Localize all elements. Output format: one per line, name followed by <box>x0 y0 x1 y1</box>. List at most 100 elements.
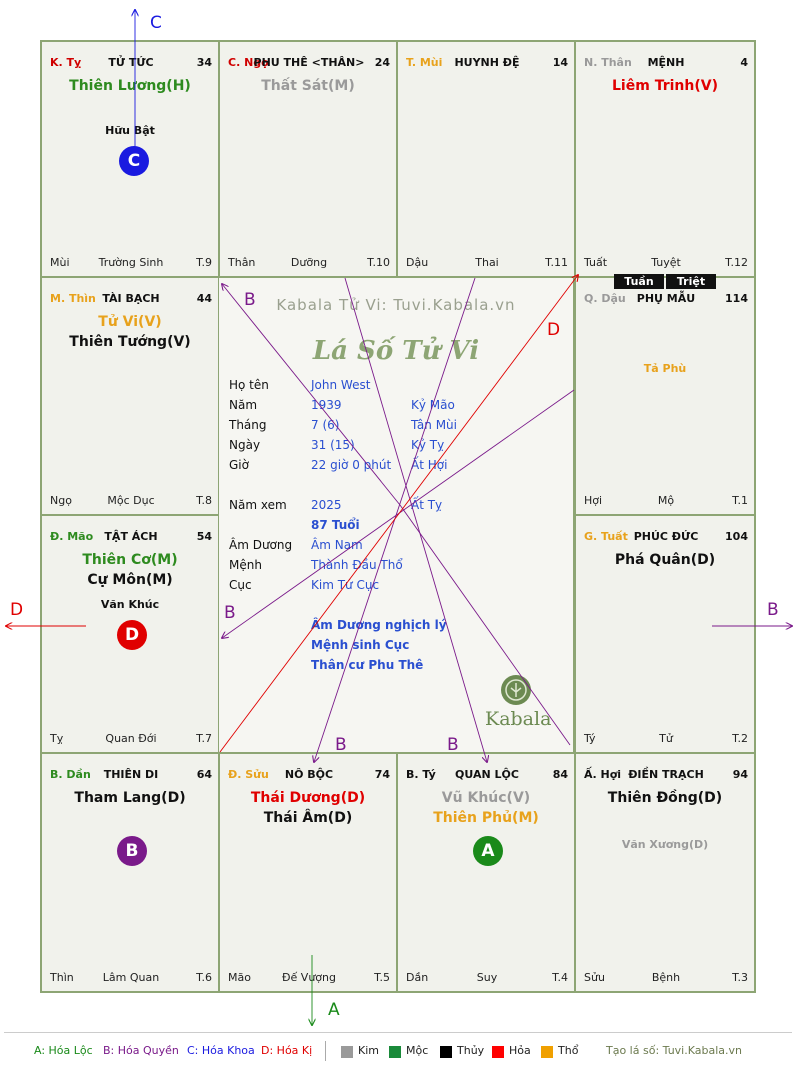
main-star: Tham Lang(D) <box>74 790 186 806</box>
minor-star: Văn Khúc <box>100 598 160 611</box>
palace-name: PHU THÊ <THÂN> <box>253 56 365 69</box>
main-star: Liêm Trinh(V) <box>612 78 718 94</box>
year-label: Năm <box>229 398 258 412</box>
main-star: Thiên Đồng(D) <box>607 790 723 806</box>
palace-can-chi: G. Tuất <box>584 530 628 543</box>
legend-hoa-loc: A: Hóa Lộc <box>34 1044 93 1057</box>
arrow-label-left: D <box>10 600 23 620</box>
palace-stage: Bệnh <box>651 971 681 984</box>
palace-name: TÀI BẠCH <box>102 292 160 305</box>
palace-stage: Dưỡng <box>290 256 328 269</box>
main-star: Thiên Tướng(V) <box>69 334 191 350</box>
legend-hoa-quyen: B: Hóa Quyền <box>103 1044 179 1057</box>
name-label: Họ tên <box>229 378 269 392</box>
palace-age: 64 <box>196 768 212 781</box>
minor-star: Tả Phù <box>643 362 687 375</box>
palace-can-chi: B. Dần <box>50 768 91 781</box>
legend-divider <box>4 1032 792 1033</box>
transformation-badge: B <box>117 836 147 866</box>
main-star: Thiên Phủ(M) <box>433 810 539 826</box>
legend-moc: Mộc <box>406 1044 429 1057</box>
legend-hoa-khoa: C: Hóa Khoa <box>187 1044 255 1057</box>
legend-separator <box>325 1041 326 1061</box>
palace-can-chi: K. Tỵ <box>50 56 82 69</box>
palace-branch: Tý <box>584 732 596 745</box>
year-value: 1939 <box>311 398 342 412</box>
palace-age: 84 <box>552 768 568 781</box>
arrow-label-top: C <box>150 13 162 33</box>
palace-branch: Ngọ <box>50 494 72 507</box>
minor-star: Văn Xương(D) <box>621 838 709 851</box>
palace-tnum: T.11 <box>545 256 568 269</box>
palace-tnum: T.10 <box>367 256 390 269</box>
center-panel: Kabala Tử Vi: Tuvi.Kabala.vn Lá Số Tử Vi… <box>218 277 574 753</box>
palace-age: 44 <box>196 292 212 305</box>
palace-age: 54 <box>196 530 212 543</box>
view-year-label: Năm xem <box>229 498 287 512</box>
main-star: Thái Âm(D) <box>263 810 353 826</box>
palace-age: 14 <box>552 56 568 69</box>
arrow-label-b3: B <box>335 735 347 755</box>
main-star: Tử Vi(V) <box>98 314 162 330</box>
palace-stage: Tuyệt <box>651 256 681 269</box>
main-star: Vũ Khúc(V) <box>441 790 531 806</box>
palace-name: TẬT ÁCH <box>104 530 158 543</box>
palace-tnum: T.2 <box>732 732 748 745</box>
legend-thuy: Thủy <box>457 1044 485 1057</box>
palace-can-chi: C. Ngọ <box>228 56 269 69</box>
palace-age: 4 <box>740 56 748 69</box>
tho-swatch <box>541 1046 553 1058</box>
day-label: Ngày <box>229 438 261 452</box>
palace-tnum: T.6 <box>196 971 212 984</box>
palace-age: 34 <box>196 56 212 69</box>
legend-hoa-ki: D: Hóa Kị <box>261 1044 313 1057</box>
palace-can-chi: Q. Dậu <box>584 292 626 305</box>
cuc-label: Cục <box>229 578 252 592</box>
palace-tnum: T.3 <box>732 971 748 984</box>
palace-name: MỆNH <box>647 56 685 69</box>
palace-stage: Mộc Dục <box>107 494 155 507</box>
palace-stage: Lâm Quan <box>102 971 160 984</box>
palace-tnum: T.8 <box>196 494 212 507</box>
palace-branch: Tuất <box>584 256 608 269</box>
palace-branch: Thìn <box>50 971 74 984</box>
palace-name: PHỤ MẪU <box>636 292 696 305</box>
palace-stage: Mộ <box>657 494 675 507</box>
palace-stage: Trường Sinh <box>98 256 164 269</box>
note-amduong: Âm Dương nghịch lý <box>311 618 447 632</box>
palace-tnum: T.9 <box>196 256 212 269</box>
watermark-text: Kabala Tử Vi: Tuvi.Kabala.vn <box>276 296 516 314</box>
palace-branch: Mão <box>228 971 251 984</box>
main-star: Thái Dương(D) <box>250 790 366 806</box>
palace-stage: Suy <box>476 971 498 984</box>
palace-branch: Hợi <box>584 494 603 507</box>
palace-can-chi: Đ. Mão <box>50 530 94 543</box>
palace-name: NÔ BỘC <box>284 768 334 781</box>
palace-tnum: T.5 <box>374 971 390 984</box>
palace-cell: M. Thìn TÀI BẠCH 44 Tử Vi(V) Thiên Tướng(V) N… <box>40 276 220 516</box>
day-canchi: Kỷ Tỵ <box>411 438 445 452</box>
main-star: Phá Quân(D) <box>614 552 716 568</box>
palace-name: ĐIỀN TRẠCH <box>628 768 704 781</box>
palace-tnum: T.12 <box>725 256 748 269</box>
palace-branch: Dậu <box>406 256 429 269</box>
main-star: Thất Sát(M) <box>261 78 355 94</box>
kabala-logo-icon <box>501 675 531 705</box>
palace-can-chi: T. Mùi <box>406 56 443 69</box>
transformation-badge: C <box>119 146 149 176</box>
palace-stage: Thai <box>475 256 499 269</box>
chart-title: Lá Số Tử Vi <box>312 336 480 366</box>
amduong-label: Âm Dương <box>229 538 293 552</box>
thuy-swatch <box>440 1046 452 1058</box>
palace-can-chi: M. Thìn <box>50 292 96 305</box>
palace-can-chi: Đ. Sửu <box>228 768 269 781</box>
hoa-ki-lines <box>6 275 578 753</box>
